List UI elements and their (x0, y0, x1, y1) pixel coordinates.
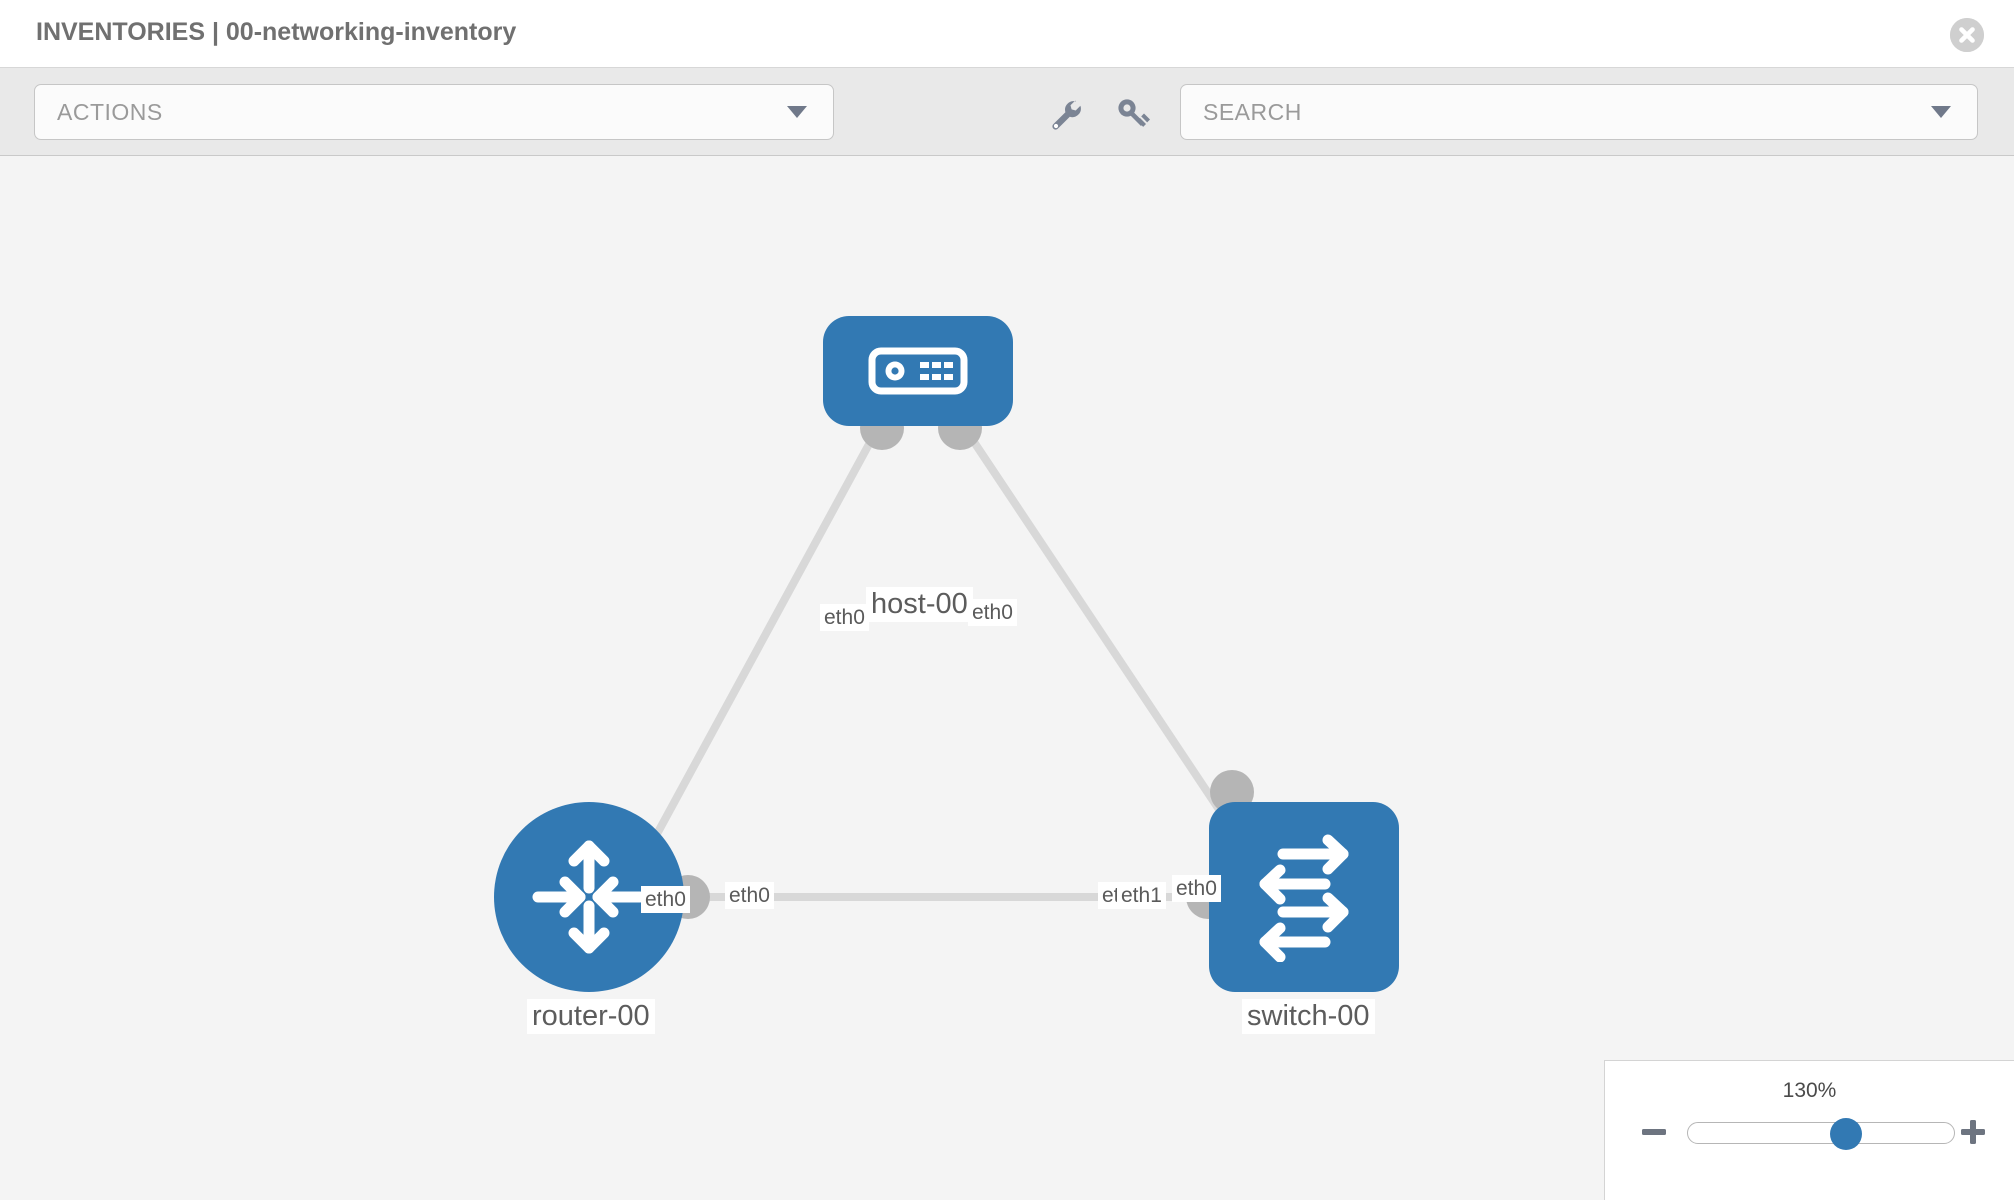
close-icon[interactable] (1950, 18, 1984, 52)
iface-label-switch-uplink: eth0 (1172, 875, 1221, 902)
iface-label-switch-left-b: eth1 (1117, 882, 1166, 909)
link-host-router (641, 420, 884, 860)
link-host-switch (958, 420, 1254, 860)
actions-dropdown-label: ACTIONS (57, 99, 163, 125)
node-router-00[interactable] (494, 802, 684, 992)
page-header: INVENTORIES | 00-networking-inventory (0, 0, 2014, 68)
actions-dropdown[interactable]: ACTIONS (34, 84, 834, 140)
switch-arrows-icon (1259, 834, 1349, 962)
key-icon[interactable] (1113, 94, 1153, 134)
zoom-slider[interactable] (1687, 1118, 1955, 1150)
node-label-router-00: router-00 (527, 999, 655, 1034)
zoom-slider-thumb[interactable] (1830, 1118, 1862, 1150)
server-icon (868, 347, 968, 395)
chevron-down-icon (787, 106, 807, 118)
minus-icon[interactable] (1639, 1117, 1669, 1147)
node-host-00[interactable] (823, 316, 1013, 426)
zoom-control: 130% (1604, 1060, 2014, 1200)
search-input[interactable]: SEARCH (1180, 84, 1978, 140)
iface-label-router-uplink: eth0 (641, 886, 690, 913)
iface-label-host-left: eth0 (820, 604, 869, 631)
toolbar: ACTIONS SEARCH (0, 68, 2014, 156)
search-placeholder: SEARCH (1203, 99, 1302, 125)
iface-label-router-right: eth0 (725, 882, 774, 909)
node-label-host-00: host-00 (866, 587, 973, 622)
node-switch-00[interactable] (1209, 802, 1399, 992)
chevron-down-icon (1931, 106, 1951, 118)
router-arrows-icon (532, 840, 646, 954)
topology-canvas[interactable]: eth0 eth0 eth0 eth0 eth0 eth0 eth1 host-… (0, 156, 2014, 1200)
zoom-percent-label: 130% (1782, 1079, 1837, 1102)
topology-links (641, 420, 1254, 901)
wrench-icon[interactable] (1045, 94, 1085, 134)
page-title: INVENTORIES | 00-networking-inventory (36, 18, 517, 46)
iface-label-host-right: eth0 (968, 599, 1017, 626)
plus-icon[interactable] (1958, 1117, 1988, 1147)
node-label-switch-00: switch-00 (1242, 999, 1375, 1034)
